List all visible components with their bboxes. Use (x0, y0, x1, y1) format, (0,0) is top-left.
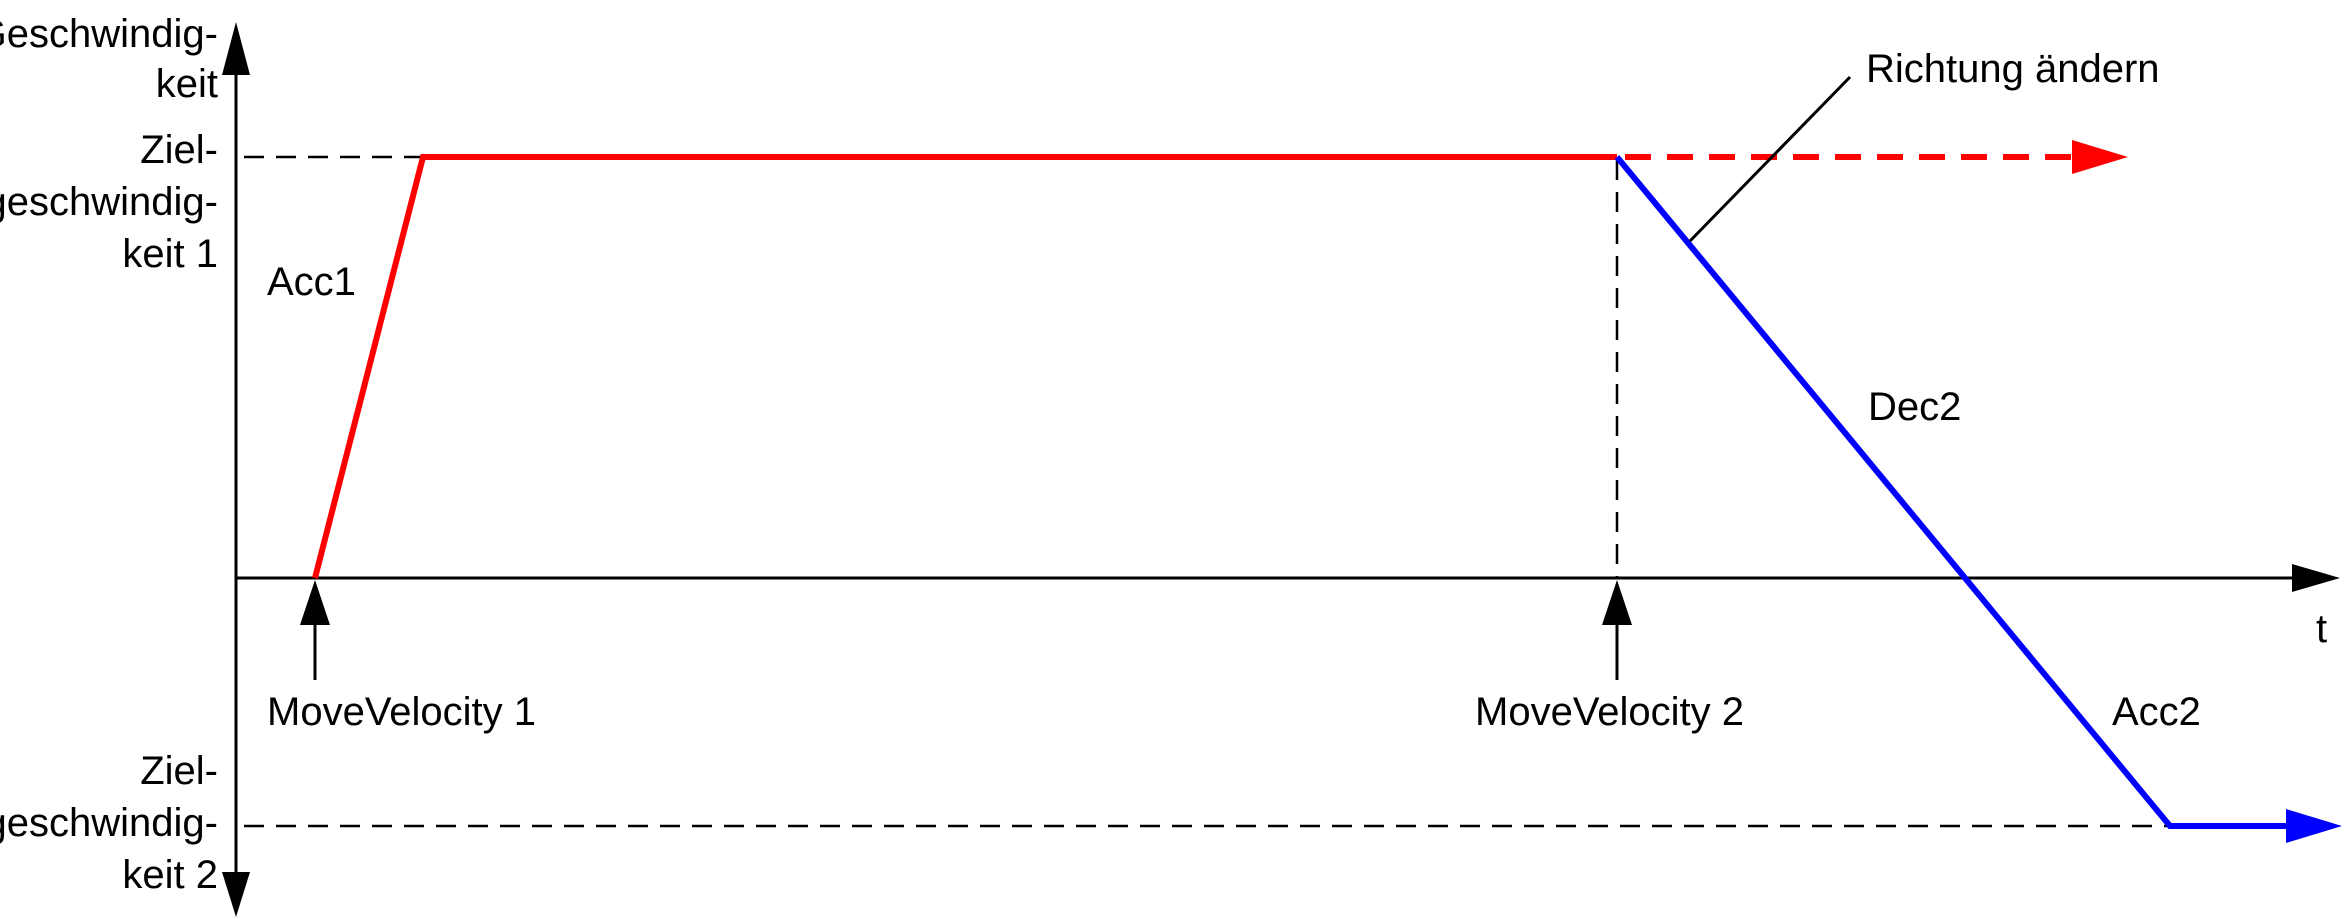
acc1-label: Acc1 (267, 260, 356, 304)
profile-2-line (1614, 155, 2290, 829)
target-velocity-2-label-line1: Ziel- (140, 749, 218, 793)
move-velocity-2-label: MoveVelocity 2 (1475, 690, 1744, 734)
move-velocity-1-arrow-head (300, 580, 330, 625)
target-velocity-1-label-line3: keit 1 (122, 232, 218, 276)
x-axis-arrow (2292, 564, 2340, 592)
profile-2-arrow (2286, 809, 2342, 843)
profile-1-line (312, 154, 1617, 579)
profile-1-arrow (2072, 140, 2128, 174)
change-direction-label: Richtung ändern (1866, 47, 2160, 91)
target-velocity-2-label-line3: keit 2 (122, 853, 218, 897)
acc2-label: Acc2 (2112, 690, 2201, 734)
move-velocity-1-label: MoveVelocity 1 (267, 690, 536, 734)
y-axis-label-line2: keit (156, 62, 218, 106)
target-velocity-2-label-line2: geschwindig- (0, 801, 218, 845)
y-axis-arrow-down (222, 872, 250, 917)
target-velocity-1-label-line1: Ziel- (140, 128, 218, 172)
move-velocity-2-arrow-head (1602, 580, 1632, 625)
dec2-label: Dec2 (1868, 385, 1961, 429)
y-axis-label-line1: Geschwindig- (0, 12, 218, 56)
target-velocity-1-label-line2: geschwindig- (0, 180, 218, 224)
change-direction-leader (1688, 75, 1852, 243)
y-axis-arrow-up (222, 22, 250, 75)
x-axis-label: t (2316, 607, 2327, 651)
